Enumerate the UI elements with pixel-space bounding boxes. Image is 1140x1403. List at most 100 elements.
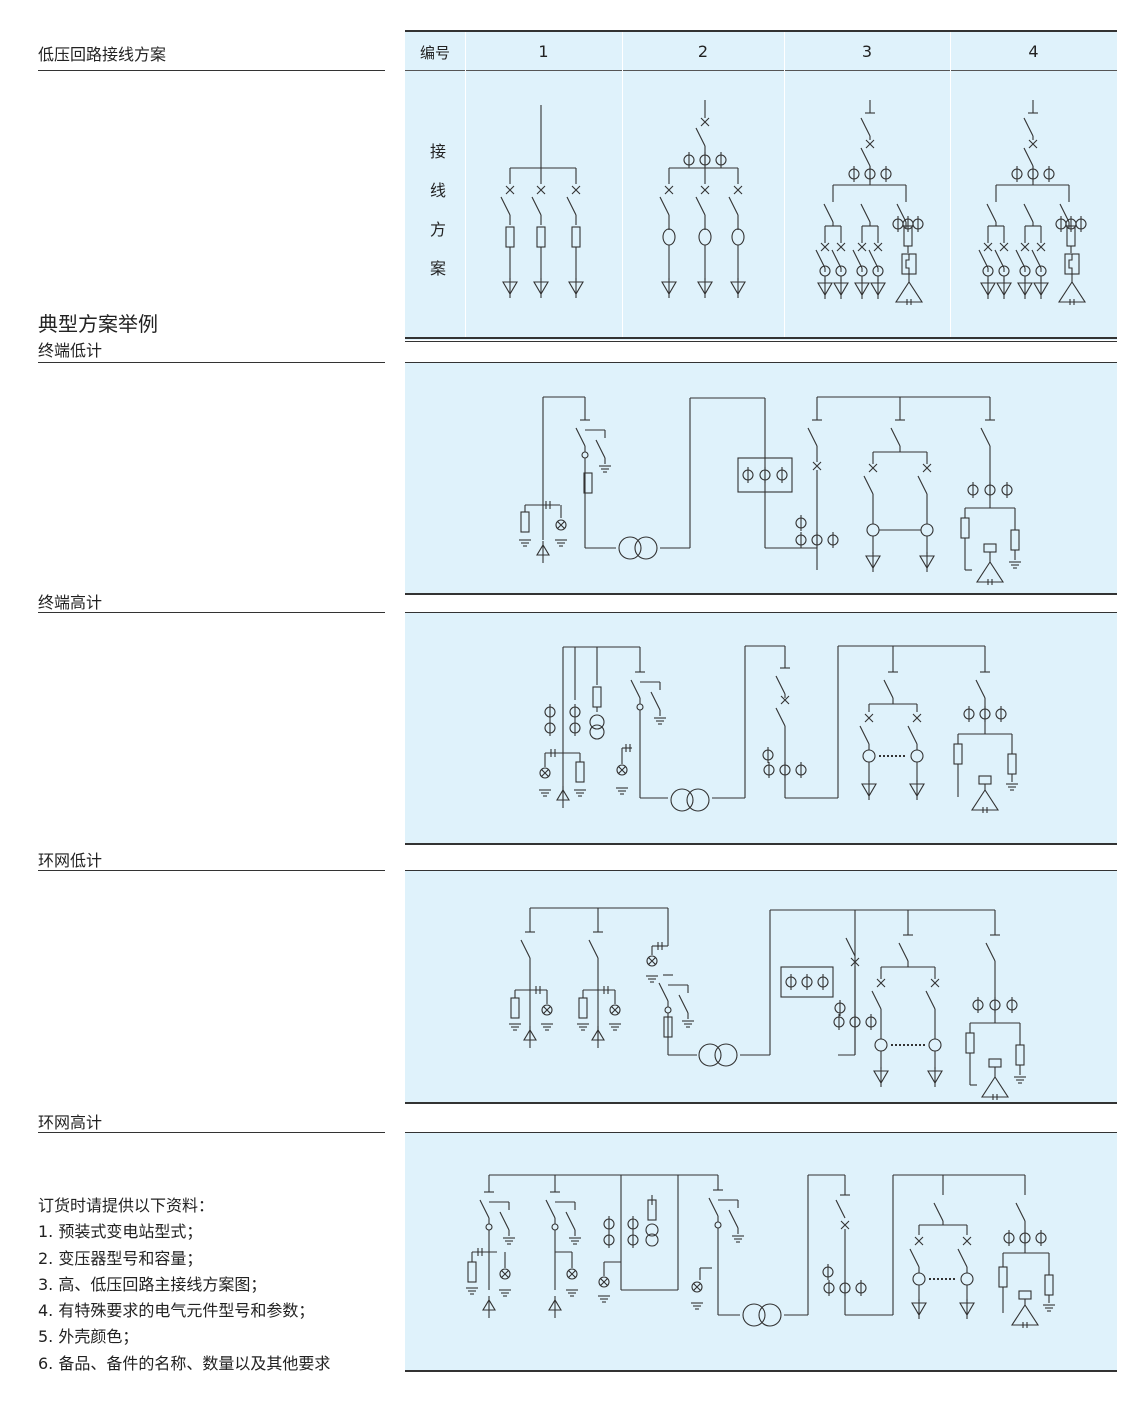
switch-blade-icon bbox=[807, 427, 818, 447]
switch-blade-icon bbox=[520, 939, 531, 959]
divider bbox=[38, 1132, 385, 1133]
breaker-icon bbox=[930, 978, 940, 988]
breaker-icon bbox=[840, 1220, 850, 1230]
switch-blade-icon bbox=[1031, 249, 1042, 269]
section-ring-high-meter: 环网高计 bbox=[38, 1113, 103, 1132]
row-label-char: 接 bbox=[429, 142, 446, 161]
indicator-lamp-icon bbox=[598, 1276, 610, 1288]
capacitor-bank-icon bbox=[1010, 1303, 1040, 1326]
divider bbox=[38, 362, 385, 363]
label-column: 编号 接 线 方 案 bbox=[405, 32, 466, 338]
fuse-icon bbox=[571, 226, 581, 248]
transformer-icon bbox=[714, 1043, 738, 1067]
switch-blade-icon bbox=[868, 249, 879, 269]
fuse-icon bbox=[647, 1199, 657, 1221]
divider bbox=[38, 612, 385, 613]
transformer-icon bbox=[618, 536, 642, 560]
breaker-icon bbox=[1036, 242, 1046, 252]
order-note-item: 6. 备品、备件的名称、数量以及其他要求 bbox=[38, 1353, 331, 1373]
capacitor-bank-icon bbox=[970, 788, 1000, 811]
row-label-char: 方 bbox=[429, 220, 446, 239]
table-header-row bbox=[405, 32, 1117, 71]
indicator-lamp-icon bbox=[499, 1268, 511, 1280]
switch-blade-icon bbox=[975, 679, 986, 699]
meter-icon bbox=[874, 1038, 888, 1052]
transformer-icon bbox=[670, 788, 694, 812]
fuse-icon bbox=[998, 1266, 1008, 1288]
breaker-icon bbox=[664, 185, 674, 195]
switch-blade-icon bbox=[479, 1199, 490, 1219]
metering-box bbox=[737, 457, 793, 493]
interlock-icon bbox=[636, 703, 644, 711]
indicator-lamp-icon bbox=[566, 1268, 578, 1280]
breaker-icon bbox=[700, 185, 710, 195]
capacitor-bank-icon bbox=[894, 280, 924, 303]
switch-blade-icon bbox=[860, 203, 871, 223]
switch-blade-icon bbox=[980, 427, 991, 447]
switch-blade-icon bbox=[994, 249, 1005, 269]
breaker-icon bbox=[505, 185, 515, 195]
capacitor-bank-icon bbox=[1057, 280, 1087, 303]
switch-blade-icon bbox=[595, 439, 606, 459]
scheme-column-3: 3 bbox=[784, 32, 951, 338]
switch-blade-icon bbox=[775, 707, 786, 727]
breaker-icon bbox=[850, 957, 860, 967]
switch-blade-icon bbox=[852, 249, 863, 269]
breaker-icon bbox=[536, 185, 546, 195]
indicator-lamp-icon bbox=[693, 1283, 701, 1291]
scheme-number: 2 bbox=[697, 42, 709, 61]
order-notes: 订货时请提供以下资料： 1. 预装式变电站型式； 2. 变压器型号和容量； 3.… bbox=[38, 1193, 330, 1377]
interlock-icon bbox=[551, 1223, 559, 1231]
breaker-icon bbox=[983, 242, 993, 252]
switch-blade-icon bbox=[835, 1199, 846, 1219]
breaker-icon bbox=[922, 463, 932, 473]
reactive-controller-icon bbox=[983, 543, 997, 553]
scheme-column-4: 4 bbox=[950, 32, 1117, 338]
switch-blade-icon bbox=[500, 196, 511, 216]
meter-icon bbox=[910, 749, 924, 763]
order-note-item: 4. 有特殊要求的电气元件型号和参数； bbox=[38, 1301, 315, 1321]
reactive-controller-icon bbox=[988, 1058, 1002, 1068]
indicator-lamp-icon bbox=[600, 1278, 608, 1286]
fuse-icon bbox=[467, 1261, 477, 1283]
divider bbox=[405, 341, 1117, 342]
order-note-item: 3. 高、低压回路主接线方案图； bbox=[38, 1274, 267, 1294]
section-terminal-low-meter: 终端低计 bbox=[38, 341, 103, 360]
scheme-number: 3 bbox=[861, 42, 873, 61]
switch-blade-icon bbox=[907, 725, 918, 745]
fuse-icon bbox=[1007, 753, 1017, 775]
transformer-icon bbox=[698, 1043, 722, 1067]
indicator-lamp-icon bbox=[609, 1004, 621, 1016]
switch-blade-icon bbox=[545, 1199, 556, 1219]
meter-icon bbox=[912, 1272, 926, 1286]
switch-blade-icon bbox=[658, 982, 669, 1002]
fuse-icon bbox=[510, 997, 520, 1019]
switch-blade-icon bbox=[499, 1211, 510, 1231]
fuse-icon bbox=[953, 743, 963, 765]
diagram-panel-ring-high-meter bbox=[405, 1132, 1117, 1372]
row-label-char: 线 bbox=[429, 181, 446, 200]
indicator-lamp-icon bbox=[543, 1006, 551, 1014]
meter-icon bbox=[920, 523, 934, 537]
switch-blade-icon bbox=[1023, 203, 1034, 223]
order-notes-title: 订货时请提供以下资料： bbox=[38, 1196, 215, 1215]
reactive-controller-icon bbox=[978, 775, 992, 785]
breaker-icon bbox=[1028, 139, 1038, 149]
breaker-icon bbox=[836, 242, 846, 252]
breaker-icon bbox=[571, 185, 581, 195]
indicator-lamp-icon bbox=[541, 1004, 553, 1016]
indicator-lamp-icon bbox=[568, 1270, 576, 1278]
capacitor-bank-icon bbox=[980, 1075, 1010, 1098]
switch-blade-icon bbox=[588, 939, 599, 959]
switch-blade-icon bbox=[831, 249, 842, 269]
diagram-panel-ring-low-meter bbox=[405, 870, 1117, 1104]
switch-blade-icon bbox=[815, 249, 826, 269]
meter-icon bbox=[662, 228, 676, 246]
breaker-icon bbox=[733, 185, 743, 195]
switch-blade-icon bbox=[728, 1209, 739, 1229]
switch-blade-icon bbox=[933, 1202, 944, 1222]
switch-blade-icon bbox=[728, 196, 739, 216]
fuse-icon bbox=[965, 1032, 975, 1054]
order-note-item: 2. 变压器型号和容量； bbox=[38, 1248, 203, 1268]
